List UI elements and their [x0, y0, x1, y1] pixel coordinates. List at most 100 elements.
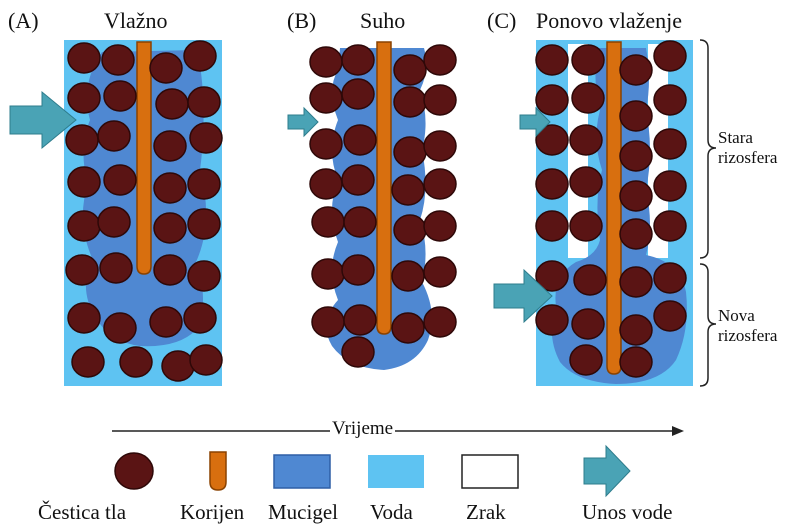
soil-particle-b-5 [341, 78, 375, 110]
soil-particle-c-21 [573, 264, 607, 296]
panel-b-letter: (B) [287, 8, 317, 33]
new-rhizosphere-brace [699, 263, 717, 387]
soil-particle-c-15 [653, 170, 687, 202]
old-rhizosphere-line1: Stara [718, 128, 753, 147]
soil-particle-a-30 [161, 350, 195, 382]
soil-particle-a-4 [67, 82, 101, 114]
soil-particle-a-8 [65, 124, 99, 156]
soil-particle-c-1 [571, 44, 605, 76]
panel-b-title: Suho [360, 8, 406, 33]
water-input-arrows [9, 90, 553, 324]
soil-particle-a-17 [97, 206, 131, 238]
soil-particle-b-20 [311, 258, 345, 290]
soil-particle-b-23 [423, 256, 457, 288]
soil-particle-c-17 [569, 210, 603, 242]
soil-particle-a-18 [153, 212, 187, 244]
soil-particle-c-14 [619, 180, 653, 212]
soil-particle-b-6 [393, 86, 427, 118]
soil-particles [65, 40, 687, 382]
soil-particle-b-19 [423, 210, 457, 242]
soil-particle-c-29 [619, 346, 653, 378]
soil-particle-c-5 [571, 82, 605, 114]
soil-particle-b-8 [309, 128, 343, 160]
soil-particle-a-26 [149, 306, 183, 338]
soil-particle-a-22 [153, 254, 187, 286]
soil-particle-c-11 [653, 128, 687, 160]
time-axis-arrowhead [672, 426, 684, 436]
soil-particle-b-11 [423, 130, 457, 162]
soil-particle-a-5 [103, 80, 137, 112]
soil-particle-b-26 [391, 312, 425, 344]
soil-particle-c-18 [619, 218, 653, 250]
soil-particle-c-2 [619, 54, 653, 86]
soil-particle-b-9 [343, 124, 377, 156]
soil-particle-c-27 [653, 300, 687, 332]
water-input-arrow-a [9, 90, 77, 150]
legend-root-label: Korijen [180, 500, 245, 524]
roots [136, 41, 622, 375]
legend-water-label: Voda [370, 500, 413, 524]
root-b [376, 41, 392, 335]
soil-particle-b-17 [343, 206, 377, 238]
soil-particle-a-11 [189, 122, 223, 154]
root-a [136, 41, 152, 275]
legend-soil-particle-label: Čestica tla [38, 500, 127, 524]
soil-particle-c-25 [571, 308, 605, 340]
soil-particle-b-7 [423, 84, 457, 116]
soil-particle-a-31 [189, 344, 223, 376]
old-rhizosphere-label: Stara rizosfera [718, 128, 777, 168]
soil-particle-c-24 [535, 304, 569, 336]
soil-particle-a-13 [103, 164, 137, 196]
panel-c-title: Ponovo vlaženje [536, 8, 683, 33]
water-input-arrow-c-new [493, 268, 553, 324]
soil-particle-b-10 [393, 136, 427, 168]
legend-air-label: Zrak [466, 500, 506, 524]
soil-particle-c-6 [619, 100, 653, 132]
soil-particle-a-27 [183, 302, 217, 334]
soil-particle-a-29 [119, 346, 153, 378]
soil-particle-b-1 [341, 44, 375, 76]
legend-symbols [114, 444, 631, 498]
soil-particle-c-8 [535, 124, 569, 156]
soil-particle-a-15 [187, 168, 221, 200]
new-rhizosphere-label: Nova rizosfera [718, 306, 777, 346]
soil-particle-c-19 [653, 210, 687, 242]
soil-particle-b-28 [341, 336, 375, 368]
root-c [606, 41, 622, 375]
soil-particle-c-13 [569, 166, 603, 198]
soil-particle-c-22 [619, 266, 653, 298]
soil-particle-b-22 [391, 260, 425, 292]
soil-particle-c-10 [619, 140, 653, 172]
soil-particle-c-26 [619, 314, 653, 346]
soil-particle-a-28 [71, 346, 105, 378]
soil-particle-b-2 [393, 54, 427, 86]
soil-particle-a-19 [187, 208, 221, 240]
soil-particle-b-13 [341, 164, 375, 196]
soil-particle-a-25 [103, 312, 137, 344]
soil-particle-b-24 [311, 306, 345, 338]
old-rhizosphere-brace [699, 39, 717, 259]
soil-particle-c-9 [569, 124, 603, 156]
soil-particle-a-24 [67, 302, 101, 334]
soil-particle-a-12 [67, 166, 101, 198]
new-rhizosphere-line2: rizosfera [718, 326, 778, 345]
soil-particle-b-14 [391, 174, 425, 206]
soil-particle-b-27 [423, 306, 457, 338]
legend-water-input-label: Unos vode [582, 500, 673, 524]
soil-particle-b-21 [341, 254, 375, 286]
legend-soil-particle-icon [114, 452, 154, 490]
soil-particle-a-21 [99, 252, 133, 284]
soil-particle-c-16 [535, 210, 569, 242]
soil-particle-a-0 [67, 42, 101, 74]
soil-particle-a-16 [67, 210, 101, 242]
new-rhizosphere-line1: Nova [718, 306, 755, 325]
soil-particle-b-16 [311, 206, 345, 238]
legend-water-input-icon [583, 444, 631, 498]
soil-particle-b-25 [343, 304, 377, 336]
soil-particle-a-7 [187, 86, 221, 118]
soil-particle-a-3 [183, 40, 217, 72]
legend-root-icon [209, 451, 227, 491]
soil-particle-c-20 [535, 260, 569, 292]
panel-c-letter: (C) [487, 8, 517, 33]
